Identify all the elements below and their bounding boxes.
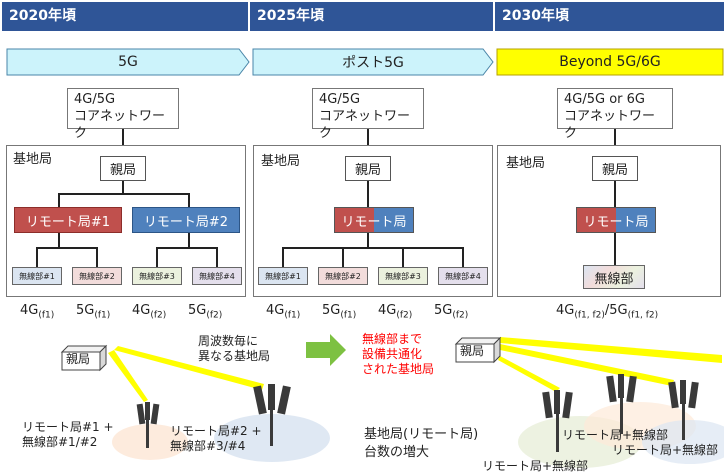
freq-label: 5G(f1): [76, 303, 111, 321]
label-remote-plus-ru: リモート局+無線部: [562, 428, 669, 442]
generation-post5g: ポスト5G: [252, 48, 494, 76]
parent-station-box: 親局: [345, 156, 391, 181]
radio-unit-3: 無線部#3: [132, 267, 182, 285]
connector: [282, 247, 464, 249]
fronthaul-beam: [500, 337, 722, 363]
fronthaul-beam: [114, 346, 264, 390]
antenna-tower-icon: [668, 380, 699, 440]
arrow-right-icon: [306, 334, 346, 366]
connector: [342, 247, 344, 267]
freq-label: 5G(f1): [322, 303, 357, 321]
connector: [58, 193, 60, 207]
era-header-2030: 2030年頃: [495, 2, 724, 31]
core-network-line2: コアネットワーク: [564, 109, 656, 141]
connector: [462, 247, 464, 267]
core-network-box-2: 4G/5G コアネットワーク: [312, 88, 424, 141]
freq-label: 5G(f2): [434, 303, 469, 321]
antenna-tower-icon: [136, 402, 160, 448]
connector: [122, 181, 124, 193]
freq-label: 4G(f2): [378, 303, 413, 321]
generation-5g-label: 5G: [118, 54, 138, 70]
core-network-line2: コアネットワーク: [74, 109, 166, 141]
bottom-illustration: [60, 334, 724, 468]
core-network-box-3: 4G/5G or 6G コアネットワーク: [557, 88, 673, 141]
core-network-line1: 4G/5G or 6G: [564, 92, 645, 107]
connector: [188, 193, 190, 207]
freq-label: 4G(f2): [132, 303, 167, 321]
radio-unit-2: 無線部#2: [318, 267, 368, 285]
caption-frequency: 周波数毎に異なる基地局: [198, 334, 271, 363]
connector: [282, 247, 284, 267]
connector: [122, 129, 124, 145]
connector: [58, 233, 60, 247]
label-remote-1: リモート局#1 +無線部#1/#2: [22, 420, 114, 449]
cube-shape: [61, 351, 101, 371]
remote-station-shared: リモート局: [576, 207, 656, 233]
core-network-line2: コアネットワーク: [319, 109, 411, 141]
freq-label: 4G(f1): [266, 303, 301, 321]
label-remote-plus-ru: リモート局+無線部: [482, 459, 589, 473]
connector: [614, 181, 616, 207]
connector: [614, 129, 616, 145]
connector: [614, 233, 616, 265]
connector: [367, 233, 369, 247]
chevron-shape: [496, 48, 724, 76]
parent-station-box: 親局: [100, 156, 146, 181]
radio-unit-4: 無線部#4: [192, 267, 242, 285]
radio-unit-shared: 無線部: [583, 265, 645, 289]
antenna-tower-icon: [253, 384, 291, 446]
connector: [402, 247, 404, 267]
parent-station-label-right: 親局: [460, 344, 485, 358]
connector: [367, 129, 369, 145]
label-remote-plus-ru: リモート局+無線部: [612, 443, 719, 457]
remote-station-1: リモート局#1: [14, 207, 122, 233]
coverage-area: [642, 420, 724, 464]
antenna-tower-icon: [606, 374, 637, 434]
base-station-label: 基地局: [506, 156, 546, 171]
fronthaul-beam: [500, 344, 674, 386]
base-station-label: 基地局: [261, 154, 301, 169]
core-network-line1: 4G/5G: [74, 92, 116, 107]
fronthaul-beam: [108, 350, 148, 402]
remote-station-shared: リモート局: [334, 207, 414, 233]
generation-beyond5g-label: Beyond 5G/6G: [559, 54, 661, 70]
parent-station-box: 親局: [592, 156, 638, 181]
connector: [156, 247, 158, 267]
generation-post5g-label: ポスト5G: [342, 55, 404, 71]
coverage-area: [112, 424, 188, 460]
chevron-shape: [6, 48, 250, 76]
caption-shared-equipment: 無線部まで設備共通化された基地局: [362, 332, 435, 376]
core-network-box-1: 4G/5G コアネットワーク: [67, 88, 179, 141]
radio-unit-2: 無線部#2: [72, 267, 122, 285]
chevron-shape: [252, 48, 494, 76]
caption-increase: 基地局(リモート局)台数の増大: [364, 427, 479, 460]
era-header-2025: 2025年頃: [250, 2, 493, 31]
core-network-line1: 4G/5G: [319, 92, 361, 107]
connector: [367, 181, 369, 207]
connector: [58, 193, 190, 195]
connector: [216, 247, 218, 267]
connector: [36, 247, 98, 249]
radio-unit-1: 無線部#1: [258, 267, 308, 285]
radio-unit-3: 無線部#3: [378, 267, 428, 285]
radio-unit-4: 無線部#4: [438, 267, 488, 285]
freq-label: 5G(f2): [188, 303, 223, 321]
connector: [96, 247, 98, 267]
antenna-tower-icon: [542, 390, 573, 452]
connector: [36, 247, 38, 267]
generation-beyond5g: Beyond 5G/6G: [496, 48, 724, 76]
generation-5g: 5G: [6, 48, 250, 76]
base-station-label: 基地局: [13, 152, 53, 167]
connector: [188, 233, 190, 247]
label-remote-2: リモート局#2 +無線部#3/#4: [170, 424, 262, 453]
freq-label: 4G(f1, f2)/5G(f1, f2): [556, 303, 659, 321]
cube-shape: [455, 343, 495, 363]
freq-label: 4G(f1): [20, 303, 55, 321]
radio-unit-1: 無線部#1: [12, 267, 62, 285]
parent-station-label-left: 親局: [66, 352, 91, 366]
remote-station-2: リモート局#2: [132, 207, 240, 233]
fronthaul-beam: [498, 356, 560, 392]
era-header-2020: 2020年頃: [2, 2, 248, 31]
connector: [156, 247, 218, 249]
